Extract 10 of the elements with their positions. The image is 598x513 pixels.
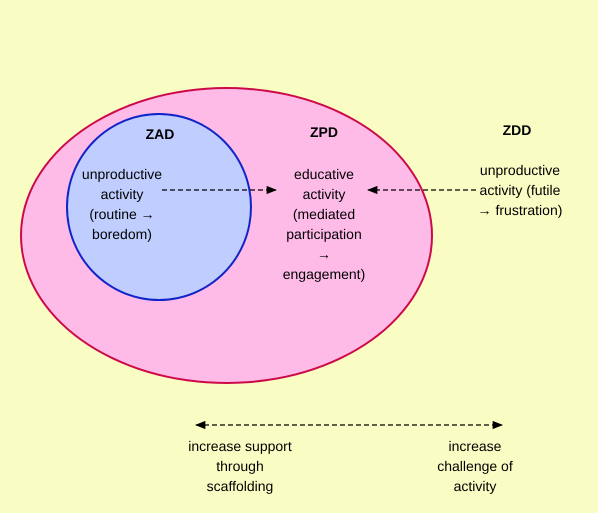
dashed-arrow xyxy=(366,186,476,194)
zone-heading: ZAD xyxy=(144,125,176,144)
dashed-arrow xyxy=(162,186,278,194)
axis-caption: increase support through scaffolding xyxy=(187,437,293,496)
activity-text: unproductive activity (routine → boredom) xyxy=(78,164,166,244)
activity-text: educative activity (mediated participation → engagement) xyxy=(278,164,370,284)
activity-text: unproductive activity (futile → frustration) xyxy=(476,160,564,240)
zone-heading: ZDD xyxy=(502,121,532,140)
axis-caption: increase challenge of activity xyxy=(436,437,514,496)
zone-heading: ZPD xyxy=(309,123,339,142)
